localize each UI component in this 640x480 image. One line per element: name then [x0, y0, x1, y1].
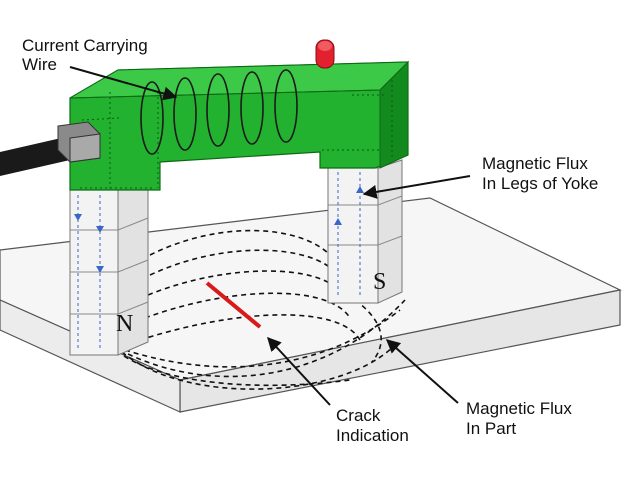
label-flux-part-line1: Magnetic Flux	[466, 399, 572, 418]
crack-mark	[205, 281, 262, 329]
label-current-wire-line1: Current Carrying	[22, 36, 148, 55]
label-flux-legs-line1: Magnetic Flux	[482, 154, 588, 173]
label-crack-line2: Indication	[336, 426, 409, 445]
left-leg	[69, 177, 149, 356]
cable-connector-icon	[0, 121, 101, 176]
arrow-flux-part	[385, 339, 459, 404]
callout-arrows	[69, 66, 471, 406]
coil-windings	[140, 69, 298, 155]
pole-south-label: S	[373, 269, 387, 295]
label-crack-line1: Crack	[336, 406, 381, 425]
arrow-flux-legs	[362, 175, 471, 199]
green-yoke	[69, 60, 410, 191]
red-switch-button-icon	[315, 39, 335, 69]
label-flux-part-line2: In Part	[466, 419, 517, 438]
arrow-current-wire	[69, 66, 178, 101]
label-current-wire-line2: Wire	[22, 55, 57, 74]
right-leg	[327, 159, 403, 304]
flux-lines-in-part	[109, 229, 406, 390]
arrow-crack	[267, 336, 331, 406]
label-flux-legs-line2: In Legs of Yoke	[482, 174, 599, 193]
pole-north-label: N	[116, 311, 134, 337]
